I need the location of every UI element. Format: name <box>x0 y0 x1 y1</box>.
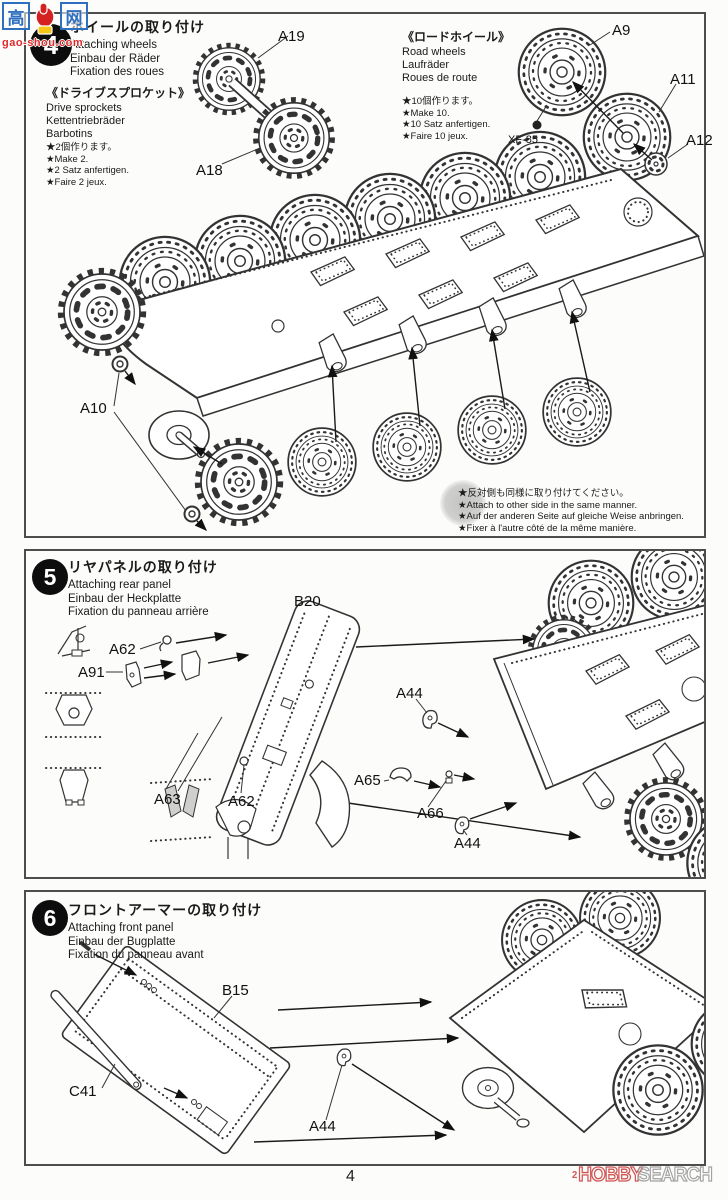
note-shading <box>440 480 486 526</box>
step4-panel: 4 ホイールの取り付け Attaching wheels Einbau der … <box>24 12 713 538</box>
drive-sprocket-block: 《ドライブスプロケット》 Drive sprockets Kettentrieb… <box>46 84 190 141</box>
watermark-char-1: 高 <box>2 2 30 30</box>
step4-title-fr: Fixation des roues <box>70 66 164 78</box>
step6-title-en: Attaching front panel <box>68 922 174 934</box>
part-label-a65: A65 <box>354 772 381 789</box>
part-label-a63: A63 <box>154 791 181 808</box>
step5-title-fr: Fixation du panneau arrière <box>68 606 209 618</box>
watermark-hobbysearch: 2 HOBBY SEARCH <box>572 1163 714 1187</box>
part-label-b15: B15 <box>222 982 249 999</box>
road-wheel-de: Laufräder <box>402 59 450 71</box>
step5-title-en: Attaching rear panel <box>68 579 171 591</box>
step6-panel: 6 フロントアーマーの取り付け Attaching front panel Ei… <box>24 890 706 1166</box>
note-en: ★Attach to other side in the same manner… <box>458 499 638 511</box>
step6-title-de: Einbau der Bugplatte <box>68 935 176 948</box>
step4-title-de: Einbau der Räder <box>70 52 161 65</box>
part-label-a18: A18 <box>196 162 223 179</box>
drive-sprocket-en: Drive sprockets <box>46 102 122 114</box>
drive-sprocket-ja: 《ドライブスプロケット》 <box>46 86 191 100</box>
qty-en: ★Make 10. <box>402 107 450 119</box>
step4-number-badge: 4 <box>30 24 72 66</box>
step5-title-de: Einbau der Heckplatte <box>68 592 182 605</box>
drive-sprocket-fr: Barbotins <box>46 128 93 140</box>
step4-header: ホイールの取り付け Attaching wheels Einbau der Rä… <box>70 17 205 80</box>
part-label-a44a: A44 <box>396 685 423 702</box>
step4-title-ja: ホイールの取り付け <box>70 19 205 35</box>
part-label-a62b: A62 <box>228 793 255 810</box>
part-label-a12: A12 <box>686 132 713 149</box>
drive-sprocket-de: Kettentriebräder <box>46 115 125 127</box>
qty-ja: ★2個作ります。 <box>46 142 117 153</box>
step6-title-fr: Fixation du panneau avant <box>68 949 204 961</box>
watermark-gaoshou: 高 网 gao-shou.com <box>2 2 132 49</box>
step5-illustration <box>45 551 704 877</box>
part-label-a9: A9 <box>612 22 631 39</box>
qty-fr: ★Faire 2 jeux. <box>46 176 107 188</box>
part-label-a66: A66 <box>417 805 444 822</box>
qty-de: ★2 Satz anfertigen. <box>46 165 129 176</box>
watermark-gray-text: SEARCH <box>637 1163 714 1186</box>
qty-ja: ★10個作ります。 <box>402 96 479 107</box>
step5-number-badge: 5 <box>32 559 68 595</box>
road-wheel-fr: Roues de route <box>402 72 478 84</box>
note-fr: ★Fixer à l'autre côté de la même manière… <box>458 522 637 534</box>
step4-title-en: Attaching wheels <box>70 39 157 51</box>
step6-illustration <box>50 892 704 1155</box>
part-label-a10: A10 <box>80 400 107 417</box>
step4-illustration <box>26 27 704 531</box>
step5-header: リヤパネルの取り付け Attaching rear panel Einbau d… <box>68 557 218 620</box>
part-label-a91: A91 <box>78 664 105 681</box>
road-wheel-ja: 《ロードホイール》 <box>402 30 511 44</box>
step6-title-ja: フロントアーマーの取り付け <box>68 902 263 918</box>
drive-sprocket-qty: ★2個作ります。 ★Make 2. ★2 Satz anfertigen. ★F… <box>46 142 129 188</box>
part-label-a44: A44 <box>309 1118 336 1135</box>
note-de: ★Auf der anderen Seite auf gleiche Weise… <box>458 511 684 522</box>
step6-number-badge: 6 <box>32 900 68 936</box>
step5-panel: 5 リヤパネルの取り付け Attaching rear panel Einbau… <box>24 549 706 879</box>
step6-header: フロントアーマーの取り付け Attaching front panel Einb… <box>68 900 262 963</box>
paint-callout-xf85: XF-85 <box>508 134 538 146</box>
part-label-a62a: A62 <box>109 641 136 658</box>
part-label-b20: B20 <box>294 593 321 610</box>
step5-title-ja: リヤパネルの取り付け <box>68 559 218 575</box>
part-label-a11: A11 <box>670 71 696 88</box>
qty-fr: ★Faire 10 jeux. <box>402 130 469 142</box>
watermark-url: gao-shou.com <box>2 37 84 49</box>
qty-de: ★10 Satz anfertigen. <box>402 119 491 130</box>
watermark-red-text: HOBBY <box>578 1163 644 1186</box>
road-wheel-block: 《ロードホイール》 Road wheels Laufräder Roues de… <box>402 28 510 85</box>
watermark-char-2: 网 <box>60 2 88 30</box>
page-number: 4 <box>346 1168 355 1185</box>
watermark-prefix: 2 <box>572 1170 578 1181</box>
qty-en: ★Make 2. <box>46 153 89 165</box>
part-label-a44b: A44 <box>454 835 481 852</box>
road-wheel-qty: ★10個作ります。 ★Make 10. ★10 Satz anfertigen.… <box>402 96 490 142</box>
note-ja: ★反対側も同様に取り付けてください。 <box>458 488 629 499</box>
thumbs-up-icon <box>35 2 55 35</box>
road-wheel-en: Road wheels <box>402 46 466 58</box>
step4-note: ★反対側も同様に取り付けてください。 ★Attach to other side… <box>458 488 720 534</box>
part-label-c41: C41 <box>69 1083 97 1100</box>
part-label-a19: A19 <box>278 28 305 45</box>
